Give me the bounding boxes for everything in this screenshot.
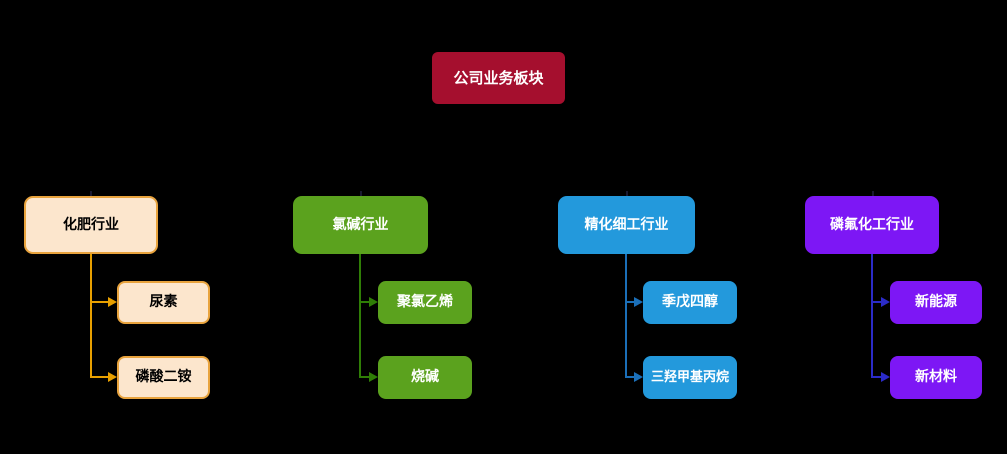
arrowhead-icon [108,297,117,307]
connector-hline [360,376,369,378]
arrowhead-icon [369,372,378,382]
connector-vline [625,254,627,378]
connector-vline [359,254,361,378]
connector-vline [90,254,92,378]
connector-hline [872,301,881,303]
child-node-new-materials: 新材料 [890,356,982,399]
connector-hline [626,301,634,303]
child-node-urea: 尿素 [117,281,210,324]
arrowhead-icon [881,297,890,307]
top-stub [360,191,362,196]
connector-hline [360,301,369,303]
connector-hline [91,376,108,378]
connector-vline [871,254,873,378]
top-stub [90,191,92,196]
branch-node-fertilizer: 化肥行业 [24,196,158,254]
child-node-pentaerythritol: 季戊四醇 [643,281,737,324]
child-node-trimethylolpropane: 三羟甲基丙烷 [643,356,737,399]
connector-hline [626,376,634,378]
top-stub [872,191,874,196]
root-node: 公司业务板块 [432,52,565,104]
top-stub [626,191,628,196]
branch-node-fine-chemical: 精化细工行业 [558,196,695,254]
arrowhead-icon [881,372,890,382]
arrowhead-icon [108,372,117,382]
arrowhead-icon [634,297,643,307]
connector-hline [91,301,108,303]
branch-node-chlor-alkali: 氯碱行业 [293,196,428,254]
connector-hline [872,376,881,378]
branch-node-phosphorus-fluorine: 磷氟化工行业 [805,196,939,254]
arrowhead-icon [634,372,643,382]
child-node-pvc: 聚氯乙烯 [378,281,472,324]
arrowhead-icon [369,297,378,307]
child-node-caustic-soda: 烧碱 [378,356,472,399]
child-node-new-energy: 新能源 [890,281,982,324]
child-node-diammonium-phosphate: 磷酸二铵 [117,356,210,399]
